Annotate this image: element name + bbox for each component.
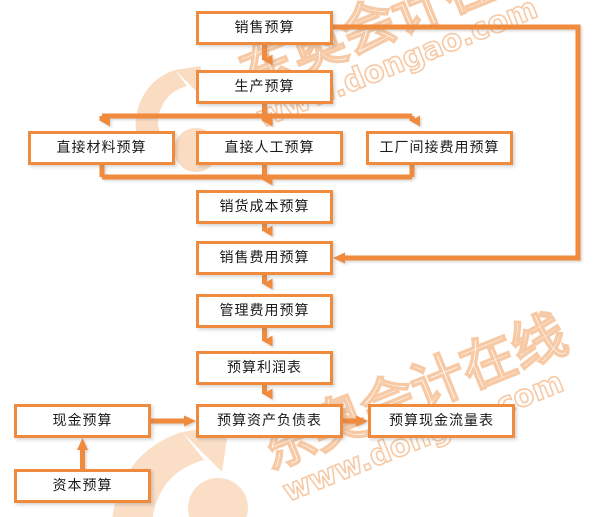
node-capital_budget[interactable]: 资本预算 [14, 469, 151, 503]
node-budgeted_balance_sheet[interactable]: 预算资产负债表 [196, 404, 343, 438]
node-factory_overhead_budget[interactable]: 工厂间接费用预算 [366, 131, 513, 165]
edge-capital-to-cash-arrow [77, 438, 88, 450]
node-production_budget[interactable]: 生产预算 [196, 70, 333, 104]
node-label-budgeted_cash_flow: 预算现金流量表 [389, 413, 494, 429]
node-label-production_budget: 生产预算 [234, 79, 295, 95]
node-selling_expense_budget[interactable]: 销售费用预算 [196, 241, 333, 275]
edge-sales-right-loop [333, 24, 581, 261]
node-admin_expense_budget[interactable]: 管理费用预算 [196, 294, 333, 328]
node-label-cogs_budget: 销货成本预算 [219, 199, 310, 215]
node-label-direct_labor_budget: 直接人工预算 [224, 140, 315, 156]
node-label-direct_material_budget: 直接材料预算 [56, 140, 147, 156]
node-cash_budget[interactable]: 现金预算 [14, 404, 151, 438]
node-direct_material_budget[interactable]: 直接材料预算 [28, 131, 175, 165]
node-direct_labor_budget[interactable]: 直接人工预算 [196, 131, 343, 165]
node-budgeted_cash_flow[interactable]: 预算现金流量表 [368, 404, 515, 438]
node-label-factory_overhead_budget: 工厂间接费用预算 [379, 140, 500, 156]
edge-sales-loop-arrow [333, 252, 345, 264]
edge-balance-to-cashflow-arrow [356, 415, 368, 427]
edge-cash-to-balance-arrow [184, 415, 196, 427]
node-label-capital_budget: 资本预算 [52, 478, 113, 494]
node-cogs_budget[interactable]: 销货成本预算 [196, 190, 333, 224]
node-label-selling_expense_budget: 销售费用预算 [219, 250, 310, 266]
node-label-cash_budget: 现金预算 [52, 413, 113, 429]
node-label-budgeted_income_stmt: 预算利润表 [227, 360, 302, 376]
node-label-sales_budget: 销售预算 [234, 20, 295, 36]
node-sales_budget[interactable]: 销售预算 [196, 11, 333, 45]
node-budgeted_income_stmt[interactable]: 预算利润表 [196, 351, 333, 385]
node-label-budgeted_balance_sheet: 预算资产负债表 [217, 413, 322, 429]
node-label-admin_expense_budget: 管理费用预算 [219, 303, 310, 319]
